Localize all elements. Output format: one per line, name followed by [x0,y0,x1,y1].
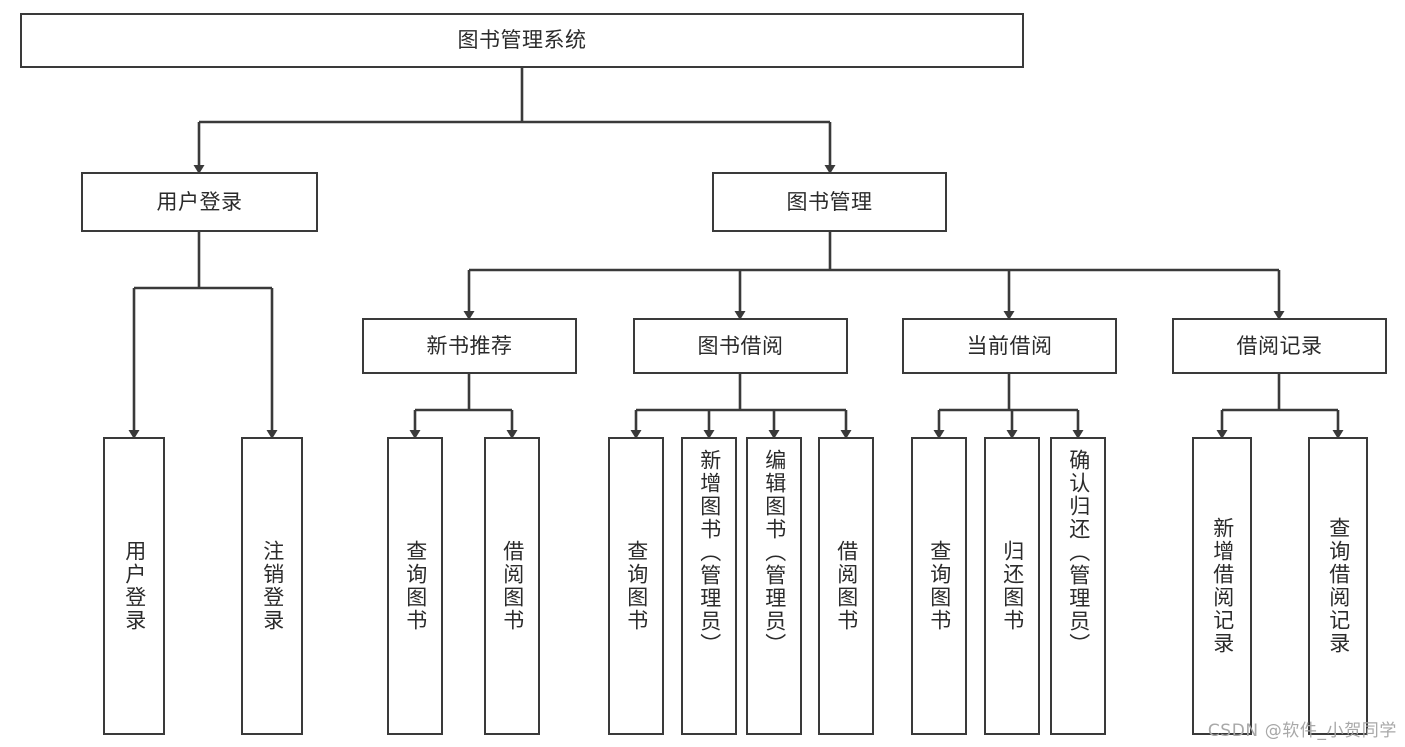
node-leaf-query-borrow-record[interactable]: 查询借阅记录 [1308,437,1368,735]
node-label: 注销登录 [260,540,285,632]
node-current-borrow[interactable]: 当前借阅 [902,318,1117,374]
node-label: 新增图书（管理员） [697,449,722,656]
node-label: 查询图书 [624,540,649,632]
node-label: 查询借阅记录 [1326,517,1351,655]
node-label: 归还图书 [1000,540,1025,632]
node-label: 借阅图书 [834,540,859,632]
node-book-borrow[interactable]: 图书借阅 [633,318,848,374]
node-label: 确认归还（管理员） [1066,449,1091,656]
node-book-management[interactable]: 图书管理 [712,172,947,232]
node-label: 图书借阅 [697,333,784,358]
node-leaf-borrow-book[interactable]: 借阅图书 [818,437,874,735]
node-root-system[interactable]: 图书管理系统 [20,13,1024,68]
node-leaf-user-login[interactable]: 用户登录 [103,437,165,735]
node-leaf-logout-login[interactable]: 注销登录 [241,437,303,735]
node-leaf-query-book-borrow[interactable]: 查询图书 [608,437,664,735]
node-leaf-confirm-return-admin[interactable]: 确认归还（管理员） [1050,437,1106,735]
node-label: 借阅记录 [1236,333,1323,358]
node-label: 当前借阅 [966,333,1053,358]
node-label: 编辑图书（管理员） [762,449,787,656]
node-leaf-edit-book-admin[interactable]: 编辑图书（管理员） [746,437,802,735]
node-leaf-add-book-admin[interactable]: 新增图书（管理员） [681,437,737,735]
node-leaf-add-borrow-record[interactable]: 新增借阅记录 [1192,437,1252,735]
node-new-book-recommend[interactable]: 新书推荐 [362,318,577,374]
node-label: 新增借阅记录 [1210,517,1235,655]
node-leaf-borrow-book-recommend[interactable]: 借阅图书 [484,437,540,735]
node-leaf-return-book[interactable]: 归还图书 [984,437,1040,735]
node-label: 图书管理系统 [457,28,587,53]
watermark-text: CSDN @软件_小贺同学 [1207,721,1397,741]
node-label: 用户登录 [156,189,243,214]
node-leaf-query-book-current[interactable]: 查询图书 [911,437,967,735]
node-user-login[interactable]: 用户登录 [81,172,318,232]
node-label: 查询图书 [927,540,952,632]
node-label: 查询图书 [403,540,428,632]
node-label: 图书管理 [786,189,873,214]
node-borrow-record[interactable]: 借阅记录 [1172,318,1387,374]
node-label: 用户登录 [122,540,147,632]
node-label: 新书推荐 [426,333,513,358]
node-label: 借阅图书 [500,540,525,632]
node-leaf-query-book-recommend[interactable]: 查询图书 [387,437,443,735]
